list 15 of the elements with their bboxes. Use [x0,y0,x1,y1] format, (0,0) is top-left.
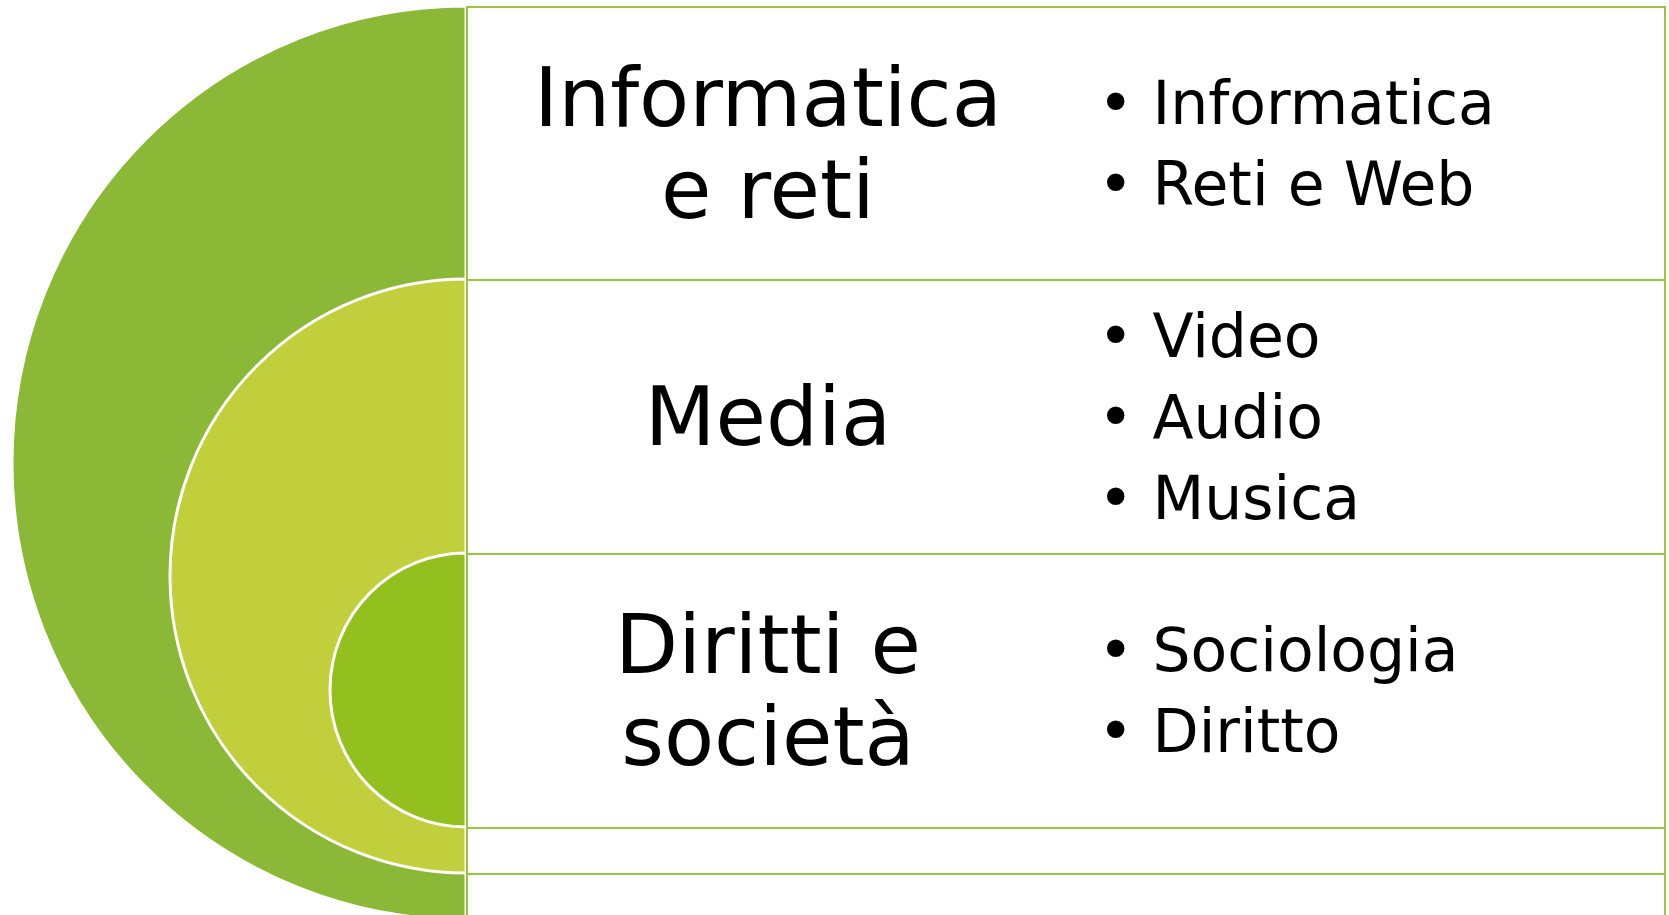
bullet-item: • Reti e Web [1098,147,1476,221]
bullet-item: • Musica [1098,461,1360,535]
bullet-item: • Audio [1098,380,1324,454]
bullet-item: • Video [1098,299,1322,373]
topic-row [466,279,1666,555]
bullet-item: • Sociologia [1098,614,1459,687]
row-heading: Diritti e società [614,599,922,783]
topic-row [466,553,1666,829]
row-heading: Informatica e reti [533,51,1003,236]
empty-band [466,827,1666,875]
bullet-item: • Informatica [1098,66,1495,140]
row-heading: Media [643,371,893,463]
empty-band [466,873,1666,915]
bullet-item: • Diritto [1098,695,1342,768]
topic-row [466,6,1666,281]
